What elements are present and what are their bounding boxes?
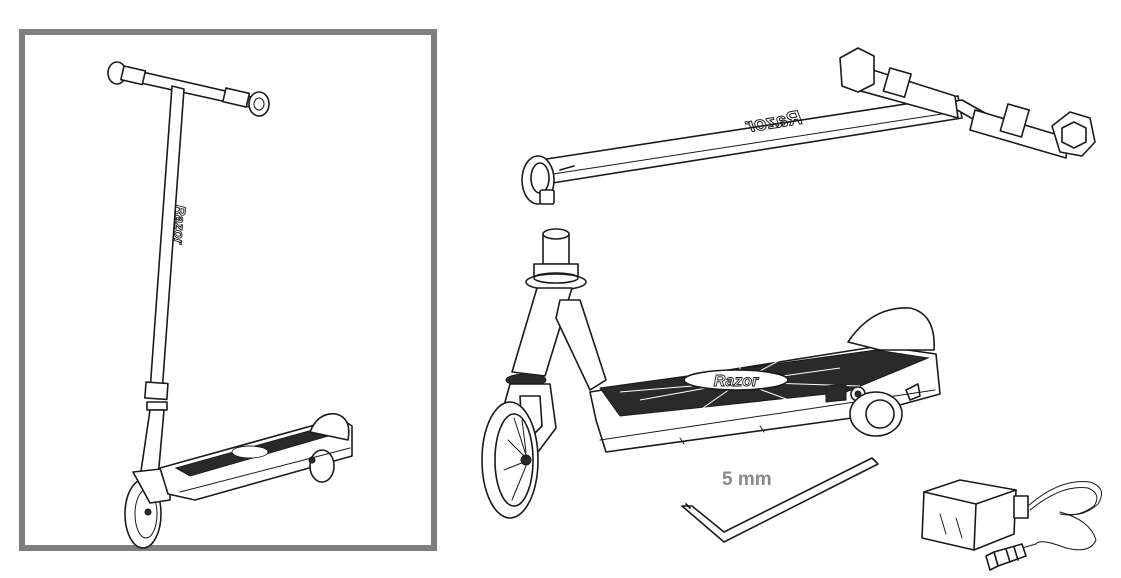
assembled-deck <box>159 413 353 501</box>
hex-key-size-label: 5 mm <box>722 469 772 490</box>
front-wheel <box>481 401 539 519</box>
assembled-scooter: Razor <box>107 61 353 549</box>
handlebar-clamp <box>521 155 575 205</box>
rear-wheel <box>847 307 935 437</box>
scooter-body: Razor <box>481 228 941 519</box>
stem-logo: Razor <box>171 205 189 246</box>
handlebar-grip-lower <box>969 103 1096 159</box>
deck-logo: Razor <box>714 373 759 390</box>
assembled-handlebar <box>107 61 270 117</box>
headset <box>525 228 587 291</box>
handlebar-grip-upper <box>839 47 959 119</box>
assembled-stem: Razor <box>139 85 189 479</box>
hex-key <box>681 457 879 543</box>
handlebar: Razor <box>521 47 1096 205</box>
deck: Razor <box>589 345 941 453</box>
illustration-frame <box>19 29 437 551</box>
charger <box>921 479 1103 571</box>
assembled-front-wheel <box>124 467 171 549</box>
